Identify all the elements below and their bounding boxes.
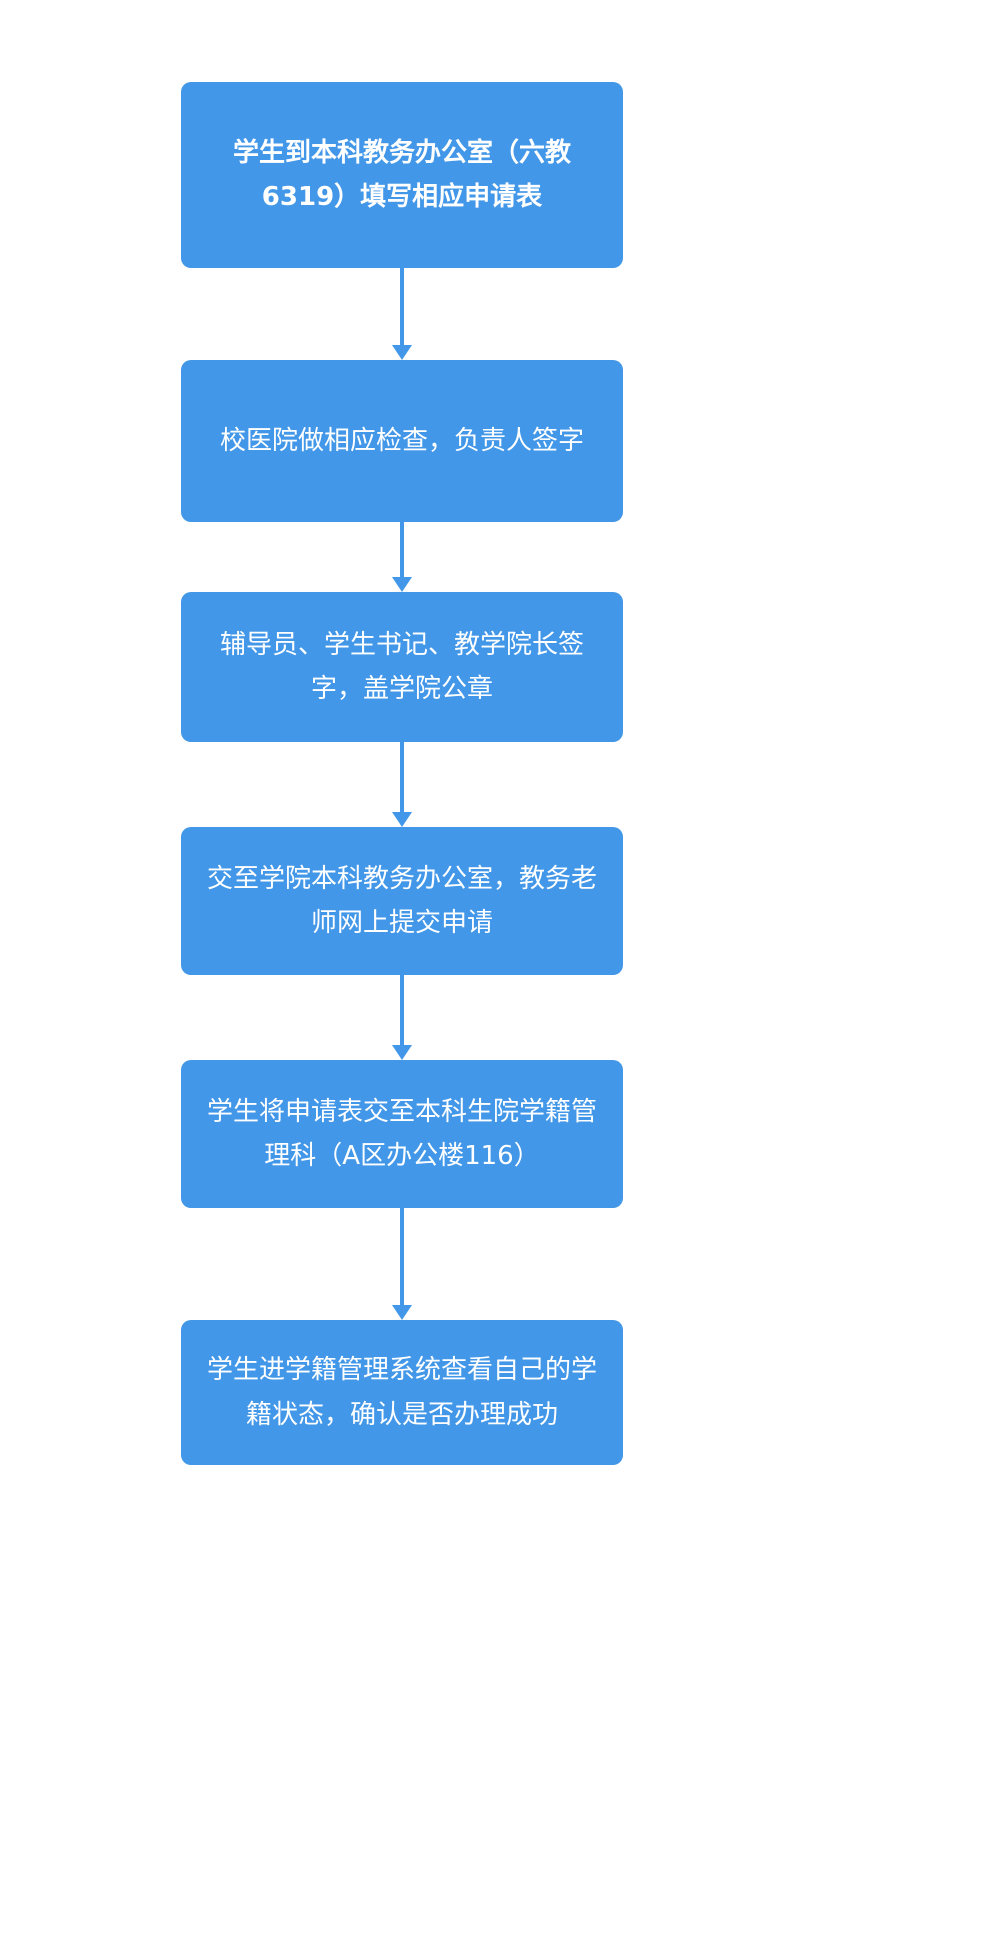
down-arrow-icon xyxy=(392,522,412,592)
flow-step-3: 辅导员、学生书记、教学院长签 字，盖学院公章 xyxy=(181,592,623,742)
down-arrow-icon xyxy=(392,268,412,360)
flow-step-1-label: 学生到本科教务办公室（六教 6319）填写相应申请表 xyxy=(232,137,571,212)
down-arrow-icon xyxy=(392,1208,412,1320)
down-arrow-icon xyxy=(392,742,412,827)
flow-step-1: 学生到本科教务办公室（六教 6319）填写相应申请表 xyxy=(181,82,623,268)
flow-step-4-label: 交至学院本科教务办公室，教务老 师网上提交申请 xyxy=(206,863,597,938)
flow-step-6-label: 学生进学籍管理系统查看自己的学 籍状态，确认是否办理成功 xyxy=(206,1355,597,1430)
flow-step-6: 学生进学籍管理系统查看自己的学 籍状态，确认是否办理成功 xyxy=(181,1320,623,1465)
flowchart: 学生到本科教务办公室（六教 6319）填写相应申请表 校医院做相应检查，负责人签… xyxy=(181,82,623,1465)
flow-step-2-label: 校医院做相应检查，负责人签字 xyxy=(219,425,584,456)
flow-step-2: 校医院做相应检查，负责人签字 xyxy=(181,360,623,522)
flow-step-5-label: 学生将申请表交至本科生院学籍管 理科（A区办公楼116） xyxy=(206,1096,597,1171)
flow-step-3-label: 辅导员、学生书记、教学院长签 字，盖学院公章 xyxy=(219,629,584,704)
down-arrow-icon xyxy=(392,975,412,1060)
flow-step-4: 交至学院本科教务办公室，教务老 师网上提交申请 xyxy=(181,827,623,975)
flow-step-5: 学生将申请表交至本科生院学籍管 理科（A区办公楼116） xyxy=(181,1060,623,1208)
